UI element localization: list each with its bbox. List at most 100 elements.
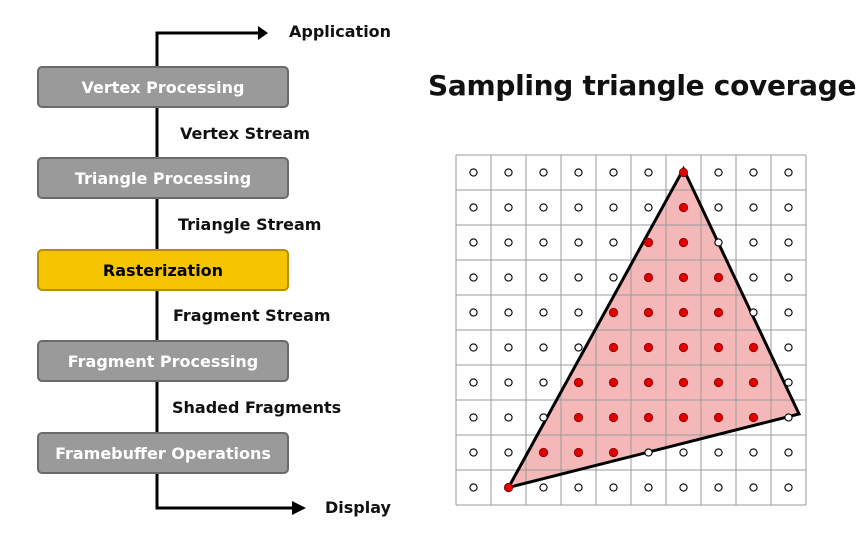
uncovered-sample-point <box>539 413 548 422</box>
covered-sample-point <box>608 377 619 388</box>
covered-sample-point <box>713 412 724 423</box>
uncovered-sample-point <box>539 168 548 177</box>
covered-sample-point <box>678 237 689 248</box>
covered-sample-point <box>678 342 689 353</box>
uncovered-sample-point <box>574 168 583 177</box>
uncovered-sample-point <box>574 238 583 247</box>
stream-label-triangle: Triangle Stream <box>178 215 322 234</box>
uncovered-sample-point <box>749 273 758 282</box>
stage-framebuffer-operations: Framebuffer Operations <box>37 432 289 474</box>
uncovered-sample-point <box>784 273 793 282</box>
uncovered-sample-point <box>679 448 688 457</box>
covered-sample-point <box>643 342 654 353</box>
uncovered-sample-point <box>609 203 618 212</box>
uncovered-sample-point <box>609 168 618 177</box>
uncovered-sample-point <box>539 343 548 352</box>
sampling-title: Sampling triangle coverage <box>428 69 857 102</box>
covered-sample-point <box>608 342 619 353</box>
stream-label-shaded: Shaded Fragments <box>172 398 342 417</box>
uncovered-sample-point <box>539 273 548 282</box>
uncovered-sample-point <box>504 448 513 457</box>
application-label: Application <box>289 22 392 41</box>
uncovered-sample-point <box>574 483 583 492</box>
covered-sample-point <box>573 412 584 423</box>
covered-sample-point <box>678 377 689 388</box>
uncovered-sample-point <box>749 448 758 457</box>
uncovered-sample-point <box>574 343 583 352</box>
covered-sample-point <box>608 447 619 458</box>
triangle-outline <box>505 165 802 490</box>
uncovered-sample-point <box>714 168 723 177</box>
covered-sample-point <box>748 412 759 423</box>
input-arrowhead <box>258 26 268 40</box>
uncovered-sample-point <box>469 203 478 212</box>
uncovered-sample-point <box>784 413 793 422</box>
uncovered-sample-point <box>504 413 513 422</box>
uncovered-sample-point <box>469 168 478 177</box>
covered-sample-point <box>643 237 654 248</box>
uncovered-sample-point <box>749 168 758 177</box>
uncovered-sample-point <box>469 343 478 352</box>
uncovered-sample-point <box>609 483 618 492</box>
uncovered-sample-point <box>504 168 513 177</box>
uncovered-sample-point <box>504 308 513 317</box>
output-arrowhead <box>292 501 306 515</box>
covered-sample-point <box>713 342 724 353</box>
uncovered-sample-point <box>469 238 478 247</box>
covered-sample-point <box>748 377 759 388</box>
uncovered-sample-point <box>469 308 478 317</box>
covered-sample-point <box>713 272 724 283</box>
display-label: Display <box>325 498 391 517</box>
covered-sample-point <box>573 447 584 458</box>
uncovered-sample-point <box>784 203 793 212</box>
uncovered-sample-point <box>784 483 793 492</box>
uncovered-sample-point <box>784 448 793 457</box>
uncovered-sample-point <box>784 238 793 247</box>
input-connector-line <box>155 31 262 66</box>
stage-fragment-processing: Fragment Processing <box>37 340 289 382</box>
covered-sample-point <box>713 377 724 388</box>
covered-sample-point <box>643 412 654 423</box>
triangle-fill <box>508 169 799 488</box>
uncovered-sample-point <box>539 378 548 387</box>
uncovered-sample-point <box>679 483 688 492</box>
uncovered-sample-point <box>469 273 478 282</box>
uncovered-sample-point <box>504 378 513 387</box>
covered-sample-point <box>678 412 689 423</box>
covered-sample-point <box>678 272 689 283</box>
uncovered-sample-point <box>714 203 723 212</box>
uncovered-sample-point <box>784 168 793 177</box>
uncovered-sample-point <box>539 308 548 317</box>
uncovered-sample-point <box>469 413 478 422</box>
covered-sample-point <box>748 342 759 353</box>
covered-sample-point <box>643 272 654 283</box>
output-connector-line <box>155 474 295 510</box>
uncovered-sample-point <box>504 273 513 282</box>
uncovered-sample-point <box>749 308 758 317</box>
uncovered-sample-point <box>539 238 548 247</box>
uncovered-sample-point <box>574 203 583 212</box>
uncovered-sample-point <box>644 483 653 492</box>
covered-sample-point <box>538 447 549 458</box>
uncovered-sample-point <box>539 203 548 212</box>
uncovered-sample-point <box>749 203 758 212</box>
covered-sample-point <box>643 377 654 388</box>
uncovered-sample-point <box>539 483 548 492</box>
uncovered-sample-point <box>504 343 513 352</box>
covered-sample-point <box>678 167 689 178</box>
uncovered-sample-point <box>714 238 723 247</box>
stage-rasterization: Rasterization <box>37 249 289 291</box>
uncovered-sample-point <box>644 448 653 457</box>
covered-sample-point <box>608 412 619 423</box>
stage-triangle-processing: Triangle Processing <box>37 157 289 199</box>
covered-sample-point <box>713 307 724 318</box>
covered-sample-point <box>608 307 619 318</box>
uncovered-sample-point <box>749 238 758 247</box>
uncovered-sample-point <box>714 448 723 457</box>
uncovered-sample-point <box>784 343 793 352</box>
uncovered-sample-point <box>784 308 793 317</box>
uncovered-sample-point <box>469 378 478 387</box>
covered-sample-point <box>503 482 514 493</box>
